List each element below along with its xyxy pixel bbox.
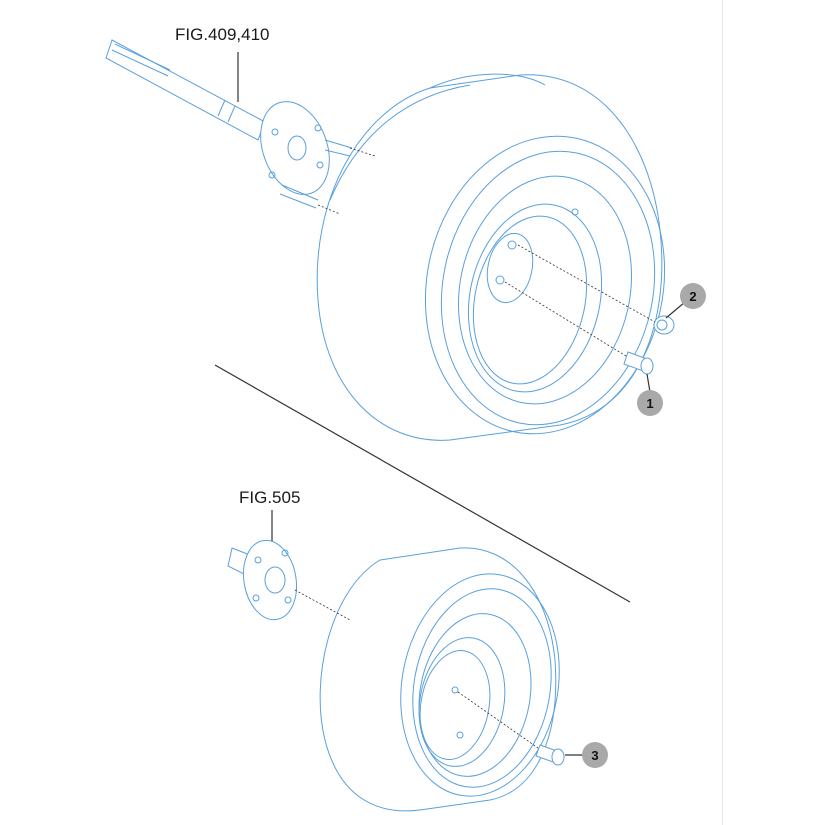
hub-top <box>260 101 353 209</box>
callout-part-2[interactable]: 2 <box>680 283 706 309</box>
leader-dashed-bolt-3 <box>457 691 539 749</box>
nut-part-2 <box>653 315 675 335</box>
bolt-part-3 <box>535 744 565 766</box>
hub-bottom <box>227 539 298 621</box>
leader-dashed-hub <box>294 589 351 621</box>
fig-reference-bottom[interactable]: FIG.505 <box>239 488 301 507</box>
tire-top <box>316 73 666 441</box>
axle-shaft-top <box>105 39 266 141</box>
page-edge-divider <box>722 0 723 825</box>
bolt-part-1 <box>623 351 654 375</box>
tire-bottom <box>319 547 560 812</box>
section-divider-line <box>214 364 631 603</box>
callout-part-1[interactable]: 1 <box>637 390 663 416</box>
fig-reference-top[interactable]: FIG.409,410 <box>175 25 270 44</box>
callout-part-3[interactable]: 3 <box>582 742 608 768</box>
